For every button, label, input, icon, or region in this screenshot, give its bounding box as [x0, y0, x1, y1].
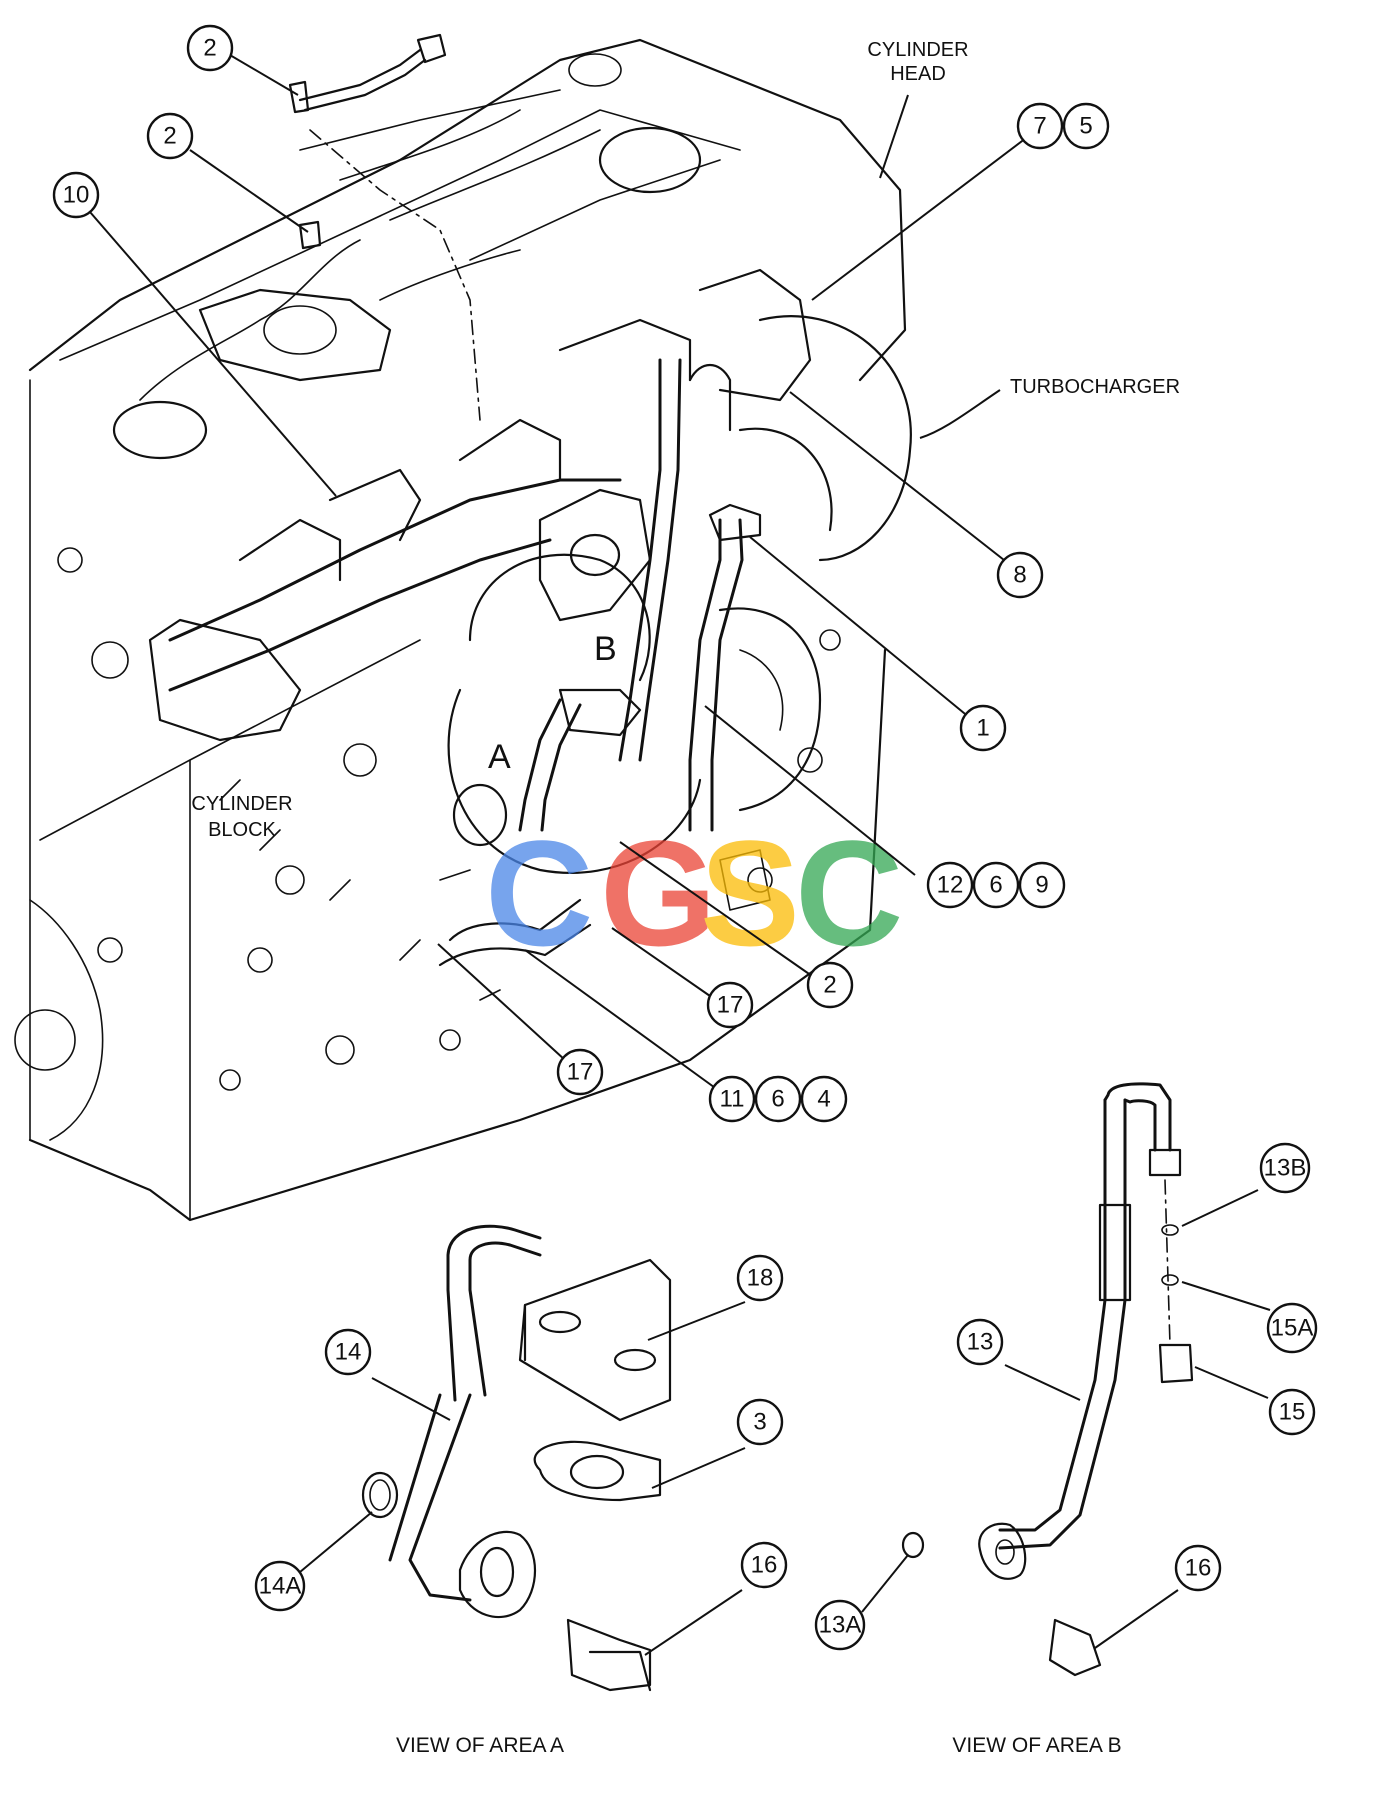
label-cylinder-block-line2: BLOCK [208, 819, 276, 841]
balloon-7: 7 [1016, 102, 1064, 150]
svg-text:5: 5 [1079, 113, 1092, 140]
svg-text:14A: 14A [259, 1573, 302, 1600]
balloon-6: 6 [754, 1075, 802, 1123]
svg-text:15: 15 [1279, 1399, 1306, 1426]
balloon-14a: 14A [254, 1560, 306, 1612]
balloon-11: 11 [708, 1075, 756, 1123]
watermark-letter-g: G [600, 809, 717, 977]
engine-line-art [14, 33, 912, 1222]
svg-text:14: 14 [335, 1339, 362, 1366]
svg-text:6: 6 [989, 872, 1002, 899]
svg-text:8: 8 [1013, 562, 1026, 589]
balloon-17: 17 [706, 981, 754, 1029]
balloon-9: 9 [1018, 861, 1066, 909]
balloon-3: 3 [736, 1398, 784, 1446]
svg-text:16: 16 [1185, 1555, 1212, 1582]
label-cylinder-block-line1: CYLINDER [191, 793, 292, 815]
svg-text:17: 17 [567, 1059, 594, 1086]
svg-text:2: 2 [163, 123, 176, 150]
balloon-14: 14 [324, 1328, 372, 1376]
svg-text:6: 6 [771, 1086, 784, 1113]
svg-text:17: 17 [717, 992, 744, 1019]
svg-text:16: 16 [751, 1552, 778, 1579]
callout-labels: CYLINDER HEAD TURBOCHARGER CYLINDER BLOC… [191, 39, 1180, 1757]
svg-text:18: 18 [747, 1265, 774, 1292]
balloon-13a: 13A [814, 1599, 866, 1651]
watermark: C G S C [485, 809, 903, 977]
label-area-b: B [594, 630, 617, 668]
balloon-2: 2 [186, 24, 234, 72]
svg-text:2: 2 [823, 972, 836, 999]
svg-text:1: 1 [976, 715, 989, 742]
label-area-a: A [488, 738, 511, 776]
balloon-18: 18 [736, 1254, 784, 1302]
svg-text:9: 9 [1035, 872, 1048, 899]
balloon-16: 16 [1174, 1544, 1222, 1592]
balloon-6: 6 [972, 861, 1020, 909]
balloon-2: 2 [806, 961, 854, 1009]
svg-text:11: 11 [720, 1086, 745, 1113]
balloon-4: 4 [800, 1075, 848, 1123]
svg-text:7: 7 [1033, 113, 1046, 140]
label-cylinder-head-line2: HEAD [890, 63, 946, 85]
balloon-15: 15 [1268, 1388, 1316, 1436]
svg-text:10: 10 [63, 182, 90, 209]
balloon-8: 8 [996, 551, 1044, 599]
balloon-13: 13 [956, 1318, 1004, 1366]
balloons: 2 2 10 7 5 8 1 12 6 9 2 17 17 11 6 4 18 … [52, 24, 1318, 1651]
view-area-b-parts [901, 1082, 1194, 1677]
label-turbocharger: TURBOCHARGER [1010, 376, 1180, 398]
watermark-letter-c1: C [485, 809, 593, 977]
svg-text:12: 12 [937, 872, 964, 899]
balloon-17: 17 [556, 1048, 604, 1096]
balloon-16: 16 [740, 1541, 788, 1589]
svg-text:13A: 13A [819, 1612, 862, 1639]
svg-text:13: 13 [967, 1329, 994, 1356]
balloon-2: 2 [146, 112, 194, 160]
balloon-15a: 15A [1266, 1302, 1318, 1354]
balloon-1: 1 [959, 704, 1007, 752]
watermark-letter-c2: C [795, 809, 903, 977]
watermark-letter-s: S [700, 809, 800, 977]
view-area-a-parts [361, 1224, 672, 1692]
balloon-10: 10 [52, 171, 100, 219]
svg-text:3: 3 [753, 1409, 766, 1436]
svg-text:13B: 13B [1264, 1155, 1307, 1182]
svg-text:4: 4 [817, 1086, 830, 1113]
leader-lines [89, 47, 1271, 1656]
svg-text:15A: 15A [1271, 1315, 1314, 1342]
balloon-13b: 13B [1259, 1142, 1311, 1194]
svg-text:2: 2 [203, 35, 216, 62]
label-cylinder-head-line1: CYLINDER [867, 39, 968, 61]
balloon-5: 5 [1062, 102, 1110, 150]
label-view-area-b: VIEW OF AREA B [952, 1734, 1121, 1757]
balloon-12: 12 [926, 861, 974, 909]
label-view-area-a: VIEW OF AREA A [396, 1734, 564, 1757]
